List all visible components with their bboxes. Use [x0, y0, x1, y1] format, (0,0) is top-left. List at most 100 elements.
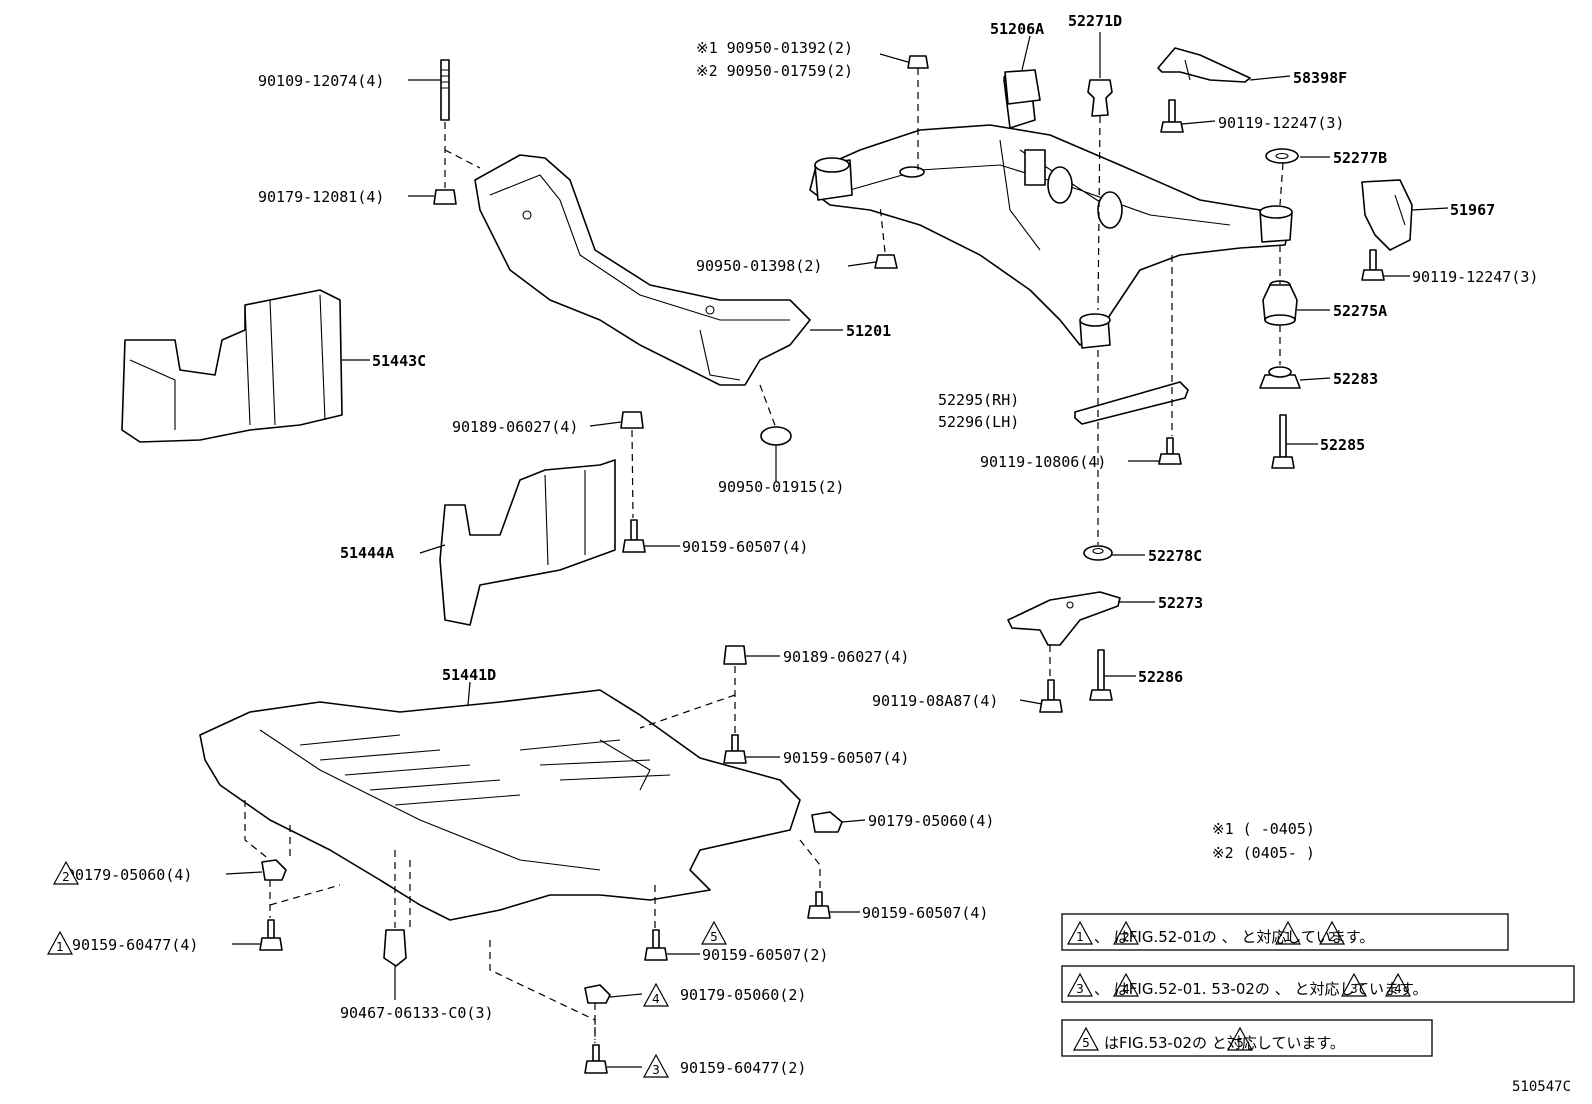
bolt-90119-12247-a: [1160, 99, 1184, 133]
note-3-text: はFIG.53-02の と対応しています。: [1104, 1034, 1345, 1052]
svg-text:5: 5: [1082, 1036, 1090, 1050]
label-51443C: 51443C: [372, 352, 426, 370]
label-52286: 52286: [1138, 668, 1183, 686]
legend-note-1: ※1 ( -0405): [1212, 820, 1315, 838]
note-2-text: 、 はFIG.52-01. 53-02の 、 と対応しています。: [1094, 980, 1428, 998]
plug-90950-01915: [760, 426, 792, 446]
label-52275A: 52275A: [1333, 302, 1387, 320]
bolt-52285: [1271, 414, 1295, 469]
under-cover-51441D: [199, 689, 801, 921]
note-box-1: 1 2 1 2 、 はFIG.52-01の 、 と対応しています。: [1061, 913, 1509, 951]
stopper-52271D: [1087, 79, 1113, 117]
bushing-51206A: [1004, 69, 1041, 105]
label-90467-06133: 90467-06133-C0(3): [340, 1004, 494, 1022]
bracket-51967: [1361, 179, 1413, 251]
label-90950-01759: ※2 90950-01759(2): [696, 62, 853, 80]
label-90159-60507-b: 90159-60507(4): [783, 749, 909, 767]
label-90119-12247-a: 90119-12247(3): [1218, 114, 1344, 132]
marker-4-cover: 4: [642, 982, 670, 1007]
bolt-90159-60477-a: [259, 919, 283, 951]
washer-52278C: [1083, 545, 1113, 561]
svg-text:4: 4: [652, 992, 660, 1006]
label-51967: 51967: [1450, 201, 1495, 219]
bushing-52275A: [1262, 280, 1298, 326]
bolt-90189-06027-b: [723, 645, 747, 665]
note-box-3: 5 5 はFIG.53-02の と対応しています。: [1061, 1019, 1433, 1057]
label-90159-60477-b: 90159-60477(2): [680, 1059, 806, 1077]
svg-text:5: 5: [710, 930, 718, 944]
label-51444A: 51444A: [340, 544, 394, 562]
leader-lines: [225, 32, 1449, 1068]
svg-text:5: 5: [1236, 1036, 1244, 1050]
legend-note-2: ※2 (0405- ): [1212, 844, 1315, 862]
clip-90179-05060-c: [584, 984, 611, 1004]
label-58398F: 58398F: [1293, 69, 1347, 87]
label-90159-60477-a: 90159-60477(4): [72, 936, 198, 954]
label-52283: 52283: [1333, 370, 1378, 388]
bolt-90119-10806: [1158, 437, 1182, 465]
washer-52283: [1259, 366, 1301, 389]
svg-text:2: 2: [1328, 930, 1336, 944]
clip-90179-05060-a: [811, 811, 843, 833]
label-90179-05060-b: 90179-05060(4): [66, 866, 192, 884]
svg-text:3: 3: [1350, 982, 1358, 996]
marker-2-left: 2: [52, 860, 80, 885]
plate-52273: [1007, 591, 1121, 646]
label-51201: 51201: [846, 322, 891, 340]
label-90119-12247-b: 90119-12247(3): [1412, 268, 1538, 286]
stud-90109-12074: [440, 59, 450, 121]
svg-text:4: 4: [1394, 982, 1402, 996]
label-90179-05060-c: 90179-05060(2): [680, 986, 806, 1004]
svg-text:2: 2: [1122, 930, 1130, 944]
shield-51444A: [439, 459, 616, 626]
label-52295: 52295(RH): [938, 391, 1019, 409]
label-90119-08A87: 90119-08A87(4): [872, 692, 998, 710]
svg-text:1: 1: [56, 940, 64, 954]
diagram-code: 510547C: [1512, 1079, 1571, 1095]
nut-90950-01392: [907, 55, 929, 69]
svg-text:4: 4: [1122, 982, 1130, 996]
bolt-90159-60507-d: [644, 929, 668, 961]
label-90179-05060-a: 90179-05060(4): [868, 812, 994, 830]
clip-90467-06133: [383, 929, 407, 967]
label-90950-01392: ※1 90950-01392(2): [696, 39, 853, 57]
part-labels: 51206A 52271D 58398F 90119-12247(3) 5227…: [66, 12, 1538, 1077]
applicability-legend: ※1 ( -0405) ※2 (0405- ): [1212, 820, 1315, 862]
bolt-90159-60507-a: [622, 519, 646, 553]
bolt-90159-60477-b: [584, 1044, 608, 1074]
label-90109-12074: 90109-12074(4): [258, 72, 384, 90]
bolt-90189-06027-a: [620, 411, 644, 429]
note-box-2: 3 4 3 4 、 はFIG.52-01. 53-02の 、 と対応しています。: [1061, 965, 1575, 1003]
bracket-58398F: [1157, 47, 1251, 83]
label-52278C: 52278C: [1148, 547, 1202, 565]
label-51441D: 51441D: [442, 666, 496, 684]
label-90189-06027-b: 90189-06027(4): [783, 648, 909, 666]
label-90119-10806: 90119-10806(4): [980, 453, 1106, 471]
marker-5-cover: 5: [700, 920, 728, 945]
bolt-90159-60507-b: [723, 734, 747, 764]
marker-1-left: 1: [46, 930, 74, 955]
nut-90179-12081: [433, 189, 457, 205]
bolt-90159-60507-c: [807, 891, 831, 919]
shield-51443C: [121, 289, 343, 443]
marker-3-cover: 3: [642, 1053, 670, 1078]
label-52277B: 52277B: [1333, 149, 1387, 167]
clip-90179-05060-b: [261, 859, 287, 881]
arm-52295-52296: [1074, 381, 1189, 425]
svg-text:1: 1: [1076, 930, 1084, 944]
label-90179-12081: 90179-12081(4): [258, 188, 384, 206]
label-52296: 52296(LH): [938, 413, 1019, 431]
bolt-90119-12247-b: [1361, 249, 1385, 281]
note-1-text: 、 はFIG.52-01の 、 と対応しています。: [1094, 928, 1374, 946]
alignment-lines: [244, 68, 1284, 1043]
label-90159-60507-a: 90159-60507(4): [682, 538, 808, 556]
label-51206A: 51206A: [990, 20, 1044, 38]
washer-52277B: [1265, 148, 1299, 164]
label-90950-01398: 90950-01398(2): [696, 257, 822, 275]
bolt-90119-08A87: [1039, 679, 1063, 713]
svg-text:3: 3: [652, 1063, 660, 1077]
label-52273: 52273: [1158, 594, 1203, 612]
svg-text:3: 3: [1076, 982, 1084, 996]
